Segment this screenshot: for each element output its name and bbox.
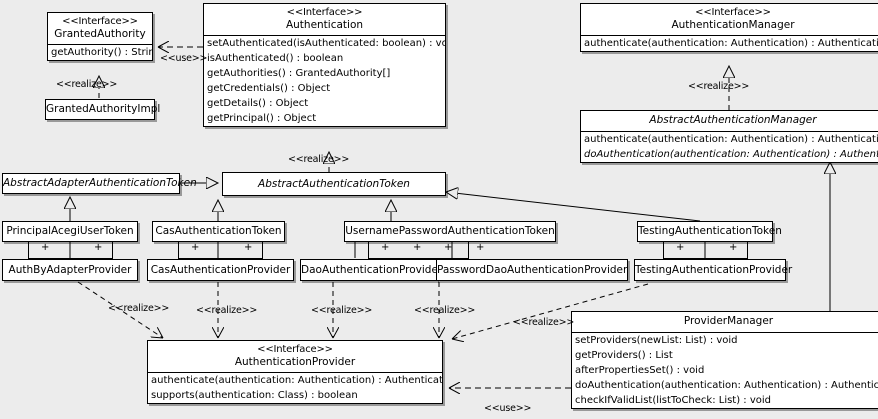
member-row: doAuthentication(authentication: Authent…	[575, 380, 878, 391]
label-realize-granted-authority-impl: <<realize>>	[56, 79, 118, 90]
member-row: doAuthentication(authentication: Authent…	[584, 149, 878, 160]
class-header: <<Interface>> Authentication	[204, 4, 445, 35]
class-abstract-authentication-manager[interactable]: AbstractAuthenticationManager authentica…	[580, 110, 878, 163]
label-realize-auth-by-adapter-provider: <<realize>>	[108, 303, 170, 314]
stereotype-interface: <<Interface>>	[695, 7, 771, 18]
class-authentication-provider[interactable]: <<Interface>> AuthenticationProvider aut…	[147, 340, 443, 404]
class-header: AbstractAuthenticationManager	[581, 111, 878, 131]
class-members: authenticate(authentication: Authenticat…	[581, 131, 878, 162]
association-end	[28, 242, 29, 259]
visibility-marker: +	[41, 242, 50, 253]
label-realize-password-dao-authentication-provider: <<realize>>	[414, 305, 476, 316]
association-bar	[178, 258, 262, 259]
class-provider-manager[interactable]: ProviderManager setProviders(newList: Li…	[571, 311, 878, 409]
member-row: setProviders(newList: List) : void	[575, 335, 738, 346]
member-row: getAuthority() : String	[51, 47, 152, 58]
association-end	[112, 242, 113, 259]
class-testing-authentication-token[interactable]: TestingAuthenticationToken	[637, 221, 782, 242]
association-bar	[663, 258, 747, 259]
member-row: setAuthenticated(isAuthenticated: boolea…	[207, 38, 445, 49]
class-granted-authority-impl[interactable]: GrantedAuthorityImpl	[45, 99, 160, 120]
association-end	[468, 242, 469, 259]
label-realize-cas-authentication-provider: <<realize>>	[196, 305, 258, 316]
label-realize-abstract-authentication-manager: <<realize>>	[688, 81, 750, 92]
class-cas-authentication-provider[interactable]: CasAuthenticationProvider	[147, 259, 294, 281]
visibility-marker: +	[476, 242, 485, 253]
stereotype-interface: <<Interface>>	[286, 7, 363, 18]
association-end	[368, 242, 369, 259]
member-row: checkIfValidList(listToCheck: List) : vo…	[575, 395, 772, 406]
stereotype-interface: <<Interface>>	[257, 344, 333, 355]
member-row: authenticate(authentication: Authenticat…	[584, 134, 878, 145]
visibility-marker: +	[94, 242, 103, 253]
class-members: getAuthority() : String	[48, 44, 152, 60]
class-header: ProviderManager	[572, 312, 878, 332]
class-dao-authentication-provider[interactable]: DaoAuthenticationProvider	[300, 259, 442, 281]
member-row: afterPropertiesSet() : void	[575, 365, 705, 376]
member-row: getDetails() : Object	[207, 98, 309, 109]
generalization-testingauthenticationtoken	[446, 192, 701, 222]
class-name: AuthenticationManager	[671, 19, 795, 31]
visibility-marker: +	[381, 242, 390, 253]
association-bar	[368, 258, 468, 259]
class-principal-acegi-user-token[interactable]: PrincipalAcegiUserToken	[2, 221, 138, 242]
member-row: authenticate(authentication: Authenticat…	[584, 38, 878, 49]
member-row: getPrincipal() : Object	[207, 113, 317, 124]
class-members: setProviders(newList: List) : void getPr…	[572, 332, 878, 408]
association-end	[747, 242, 748, 259]
class-header: <<Interface>> GrantedAuthority	[48, 13, 152, 44]
label-realize-testing-authentication-provider: <<realize>>	[513, 317, 575, 328]
class-cas-authentication-token[interactable]: CasAuthenticationToken	[152, 221, 285, 242]
association-end	[178, 242, 179, 259]
label-realize-abstract-authentication-token: <<realize>>	[288, 154, 350, 165]
class-abstract-authentication-token[interactable]: AbstractAuthenticationToken	[222, 172, 446, 196]
visibility-marker: +	[676, 242, 685, 253]
class-header: <<Interface>> AuthenticationManager	[581, 4, 878, 35]
class-name: GrantedAuthority	[54, 28, 146, 40]
visibility-marker: +	[191, 242, 200, 253]
class-abstract-adapter-authentication-token[interactable]: AbstractAdapterAuthenticationToken	[2, 173, 197, 194]
visibility-marker: +	[244, 242, 253, 253]
class-members: authenticate(authentication: Authenticat…	[581, 35, 878, 51]
visibility-marker: +	[729, 242, 738, 253]
class-members: authenticate(authentication: Authenticat…	[148, 372, 442, 403]
class-username-password-authentication-token[interactable]: UsernamePasswordAuthenticationToken	[344, 221, 556, 242]
visibility-marker: +	[413, 242, 422, 253]
association-end	[262, 242, 263, 259]
member-row: getProviders() : List	[575, 350, 673, 361]
class-testing-authentication-provider[interactable]: TestingAuthenticationProvider	[634, 259, 792, 281]
member-row: isAuthenticated() : boolean	[207, 53, 344, 64]
label-use-provider-manager: <<use>>	[484, 403, 532, 414]
class-authentication-manager[interactable]: <<Interface>> AuthenticationManager auth…	[580, 3, 878, 52]
visibility-marker: +	[444, 242, 453, 253]
class-header: <<Interface>> AuthenticationProvider	[148, 341, 442, 372]
class-password-dao-authentication-provider[interactable]: PasswordDaoAuthenticationProvider	[436, 259, 628, 281]
label-realize-dao-authentication-provider: <<realize>>	[311, 305, 373, 316]
class-authentication[interactable]: <<Interface>> Authentication setAuthenti…	[203, 3, 446, 127]
class-name: ProviderManager	[683, 315, 774, 327]
member-row: supports(authentication: Class) : boolea…	[151, 390, 358, 401]
class-name: AbstractAuthenticationManager	[649, 114, 817, 126]
association-end	[663, 242, 664, 259]
label-use-authentication-granted-authority: <<use>>	[160, 53, 208, 64]
class-name: Authentication	[285, 19, 364, 31]
class-granted-authority[interactable]: <<Interface>> GrantedAuthority getAuthor…	[47, 12, 153, 61]
class-members: setAuthenticated(isAuthenticated: boolea…	[204, 35, 445, 126]
association-bar	[28, 258, 112, 259]
stereotype-interface: <<Interface>>	[62, 16, 138, 27]
member-row: authenticate(authentication: Authenticat…	[151, 375, 442, 386]
class-name: AuthenticationProvider	[234, 356, 356, 368]
member-row: getAuthorities() : GrantedAuthority[]	[207, 68, 391, 79]
class-auth-by-adapter-provider[interactable]: AuthByAdapterProvider	[2, 259, 138, 281]
member-row: getCredentials() : Object	[207, 83, 331, 94]
